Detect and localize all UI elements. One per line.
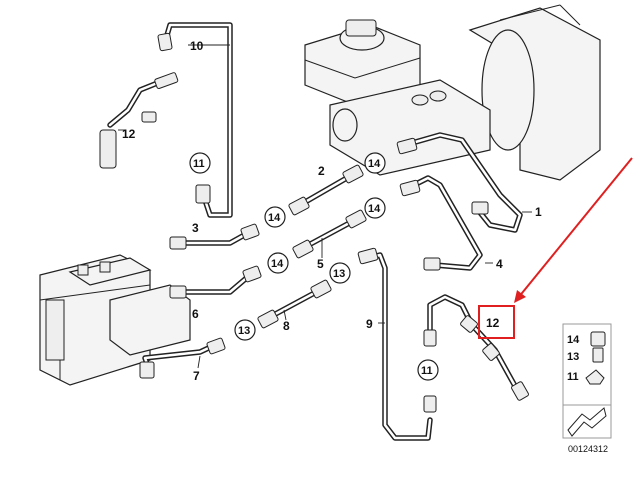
- callout-12-highlight: 12: [486, 316, 500, 330]
- svg-text:13: 13: [238, 325, 250, 337]
- callout-5: 5: [317, 257, 324, 271]
- brake-line-10: 10: [157, 22, 233, 218]
- circled-11-left: 11: [189, 152, 211, 174]
- brake-hose-12-right: [423, 294, 529, 401]
- callout-4: 4: [496, 257, 503, 271]
- callout-12-upper: 12: [122, 127, 136, 141]
- svg-text:14: 14: [368, 158, 381, 170]
- circled-14-c: 14: [364, 197, 386, 219]
- brake-hose-12-upper: 12: [99, 72, 179, 169]
- circled-13-a: 13: [329, 262, 351, 284]
- brake-line-7: 7: [139, 337, 226, 383]
- brake-line-4: 4: [399, 175, 503, 271]
- catalog-number: 00124312: [568, 444, 608, 454]
- brake-line-6: 6: [169, 265, 262, 321]
- callout-3: 3: [192, 221, 199, 235]
- brake-line-9: 9: [357, 247, 437, 441]
- brake-line-1: 1: [396, 132, 542, 233]
- callout-6: 6: [192, 307, 199, 321]
- svg-text:14: 14: [271, 258, 284, 270]
- callout-1: 1: [535, 205, 542, 219]
- circled-14-b: 14: [364, 152, 386, 174]
- master-cylinder-assembly: [304, 4, 601, 181]
- legend-13: 13: [567, 351, 579, 363]
- circled-13-b: 13: [234, 319, 256, 341]
- circled-14-a: 14: [264, 206, 286, 228]
- svg-text:14: 14: [268, 212, 281, 224]
- callout-9: 9: [366, 317, 373, 331]
- highlight-arrow: [517, 157, 633, 299]
- svg-text:11: 11: [193, 158, 205, 170]
- svg-text:14: 14: [368, 203, 381, 215]
- direction-arrow-icon: [567, 407, 607, 437]
- callout-8: 8: [283, 319, 290, 333]
- callout-7: 7: [193, 369, 200, 383]
- callout-2: 2: [318, 164, 325, 178]
- legend-14: 14: [567, 334, 580, 346]
- highlight-marker: 12: [478, 157, 633, 339]
- brake-line-2: 2: [288, 164, 364, 216]
- brake-line-3: 3: [169, 221, 260, 250]
- svg-text:11: 11: [421, 365, 433, 377]
- circled-11-right: 11: [417, 359, 439, 381]
- brake-line-8: 8: [257, 279, 332, 333]
- legend-box: 14 13 11: [562, 323, 612, 439]
- abs-hydraulic-unit: [39, 254, 191, 386]
- highlight-box: [478, 305, 515, 339]
- callout-10: 10: [190, 39, 204, 53]
- brake-line-5: 5: [292, 209, 367, 271]
- highlight-arrowhead: [514, 290, 526, 303]
- legend-11: 11: [567, 371, 579, 383]
- svg-text:13: 13: [333, 268, 345, 280]
- circled-14-d: 14: [267, 252, 289, 274]
